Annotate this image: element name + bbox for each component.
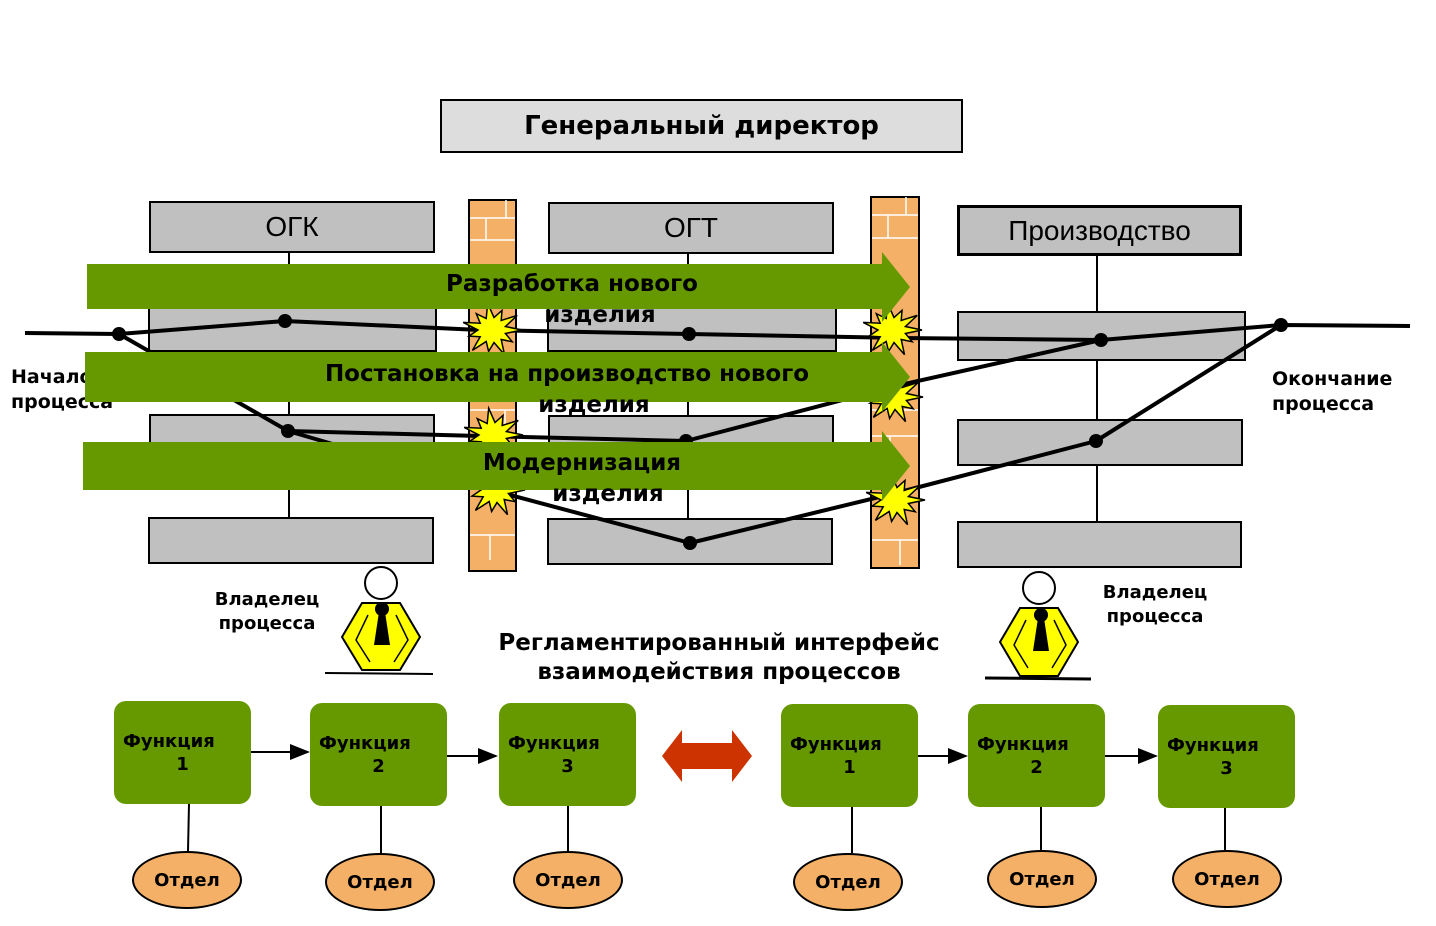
exchange-arrow-icon xyxy=(662,730,752,782)
unit-oval: Отдел xyxy=(132,851,242,909)
director-box: Генеральный директор xyxy=(440,99,963,153)
flow-node xyxy=(281,424,295,438)
owner-label: Владелец процесса xyxy=(207,588,327,636)
process-owner-icon xyxy=(324,566,434,675)
function-number: 2 xyxy=(1030,756,1043,778)
flow-node xyxy=(112,327,126,341)
function-label: Функция xyxy=(123,730,215,752)
process-title: Модернизация xyxy=(482,450,682,476)
function-label: Функция xyxy=(508,732,600,754)
end-label-line: процесса xyxy=(1272,393,1375,415)
flow-line xyxy=(118,332,1102,443)
process-title: Разработка нового xyxy=(446,271,698,297)
conflict-burst-icon xyxy=(862,300,923,356)
department-ogk: ОГК xyxy=(149,201,435,253)
interface-label-line: взаимодействия процессов xyxy=(537,659,901,685)
unit-oval: Отдел xyxy=(1172,850,1282,908)
process-owner-icon xyxy=(984,571,1092,681)
process-arrow-modernization xyxy=(83,431,910,501)
process-arrow-launch xyxy=(85,342,910,412)
unit-oval: Отдел xyxy=(987,850,1097,908)
flow-node xyxy=(683,536,697,550)
owner-label-line: Владелец xyxy=(1102,582,1208,603)
owner-label: Владелец процесса xyxy=(1095,581,1215,629)
function-label: Функция xyxy=(319,732,411,754)
flow-node xyxy=(682,327,696,341)
department-ogt: ОГТ xyxy=(548,202,834,254)
ogk-unit xyxy=(148,517,434,564)
flow-node xyxy=(1274,318,1288,332)
owner-label-line: процесса xyxy=(218,613,316,634)
department-production: Производство xyxy=(957,205,1242,256)
owner-label-line: Владелец xyxy=(214,589,320,610)
process-title-cont: изделия xyxy=(538,392,650,418)
interface-label: Регламентированный интерфейс взаимодейст… xyxy=(469,629,969,687)
owner-label-line: процесса xyxy=(1106,606,1204,627)
flow-node xyxy=(278,314,292,328)
function-number: 1 xyxy=(843,756,856,778)
function-number: 3 xyxy=(1220,757,1233,779)
unit-oval: Отдел xyxy=(513,851,623,909)
end-label-line: Окончание xyxy=(1272,368,1393,390)
interface-label-line: Регламентированный интерфейс xyxy=(498,630,940,656)
flow-node xyxy=(1089,434,1103,448)
start-label-line: Начало xyxy=(11,366,93,388)
production-unit xyxy=(957,521,1242,568)
function-label: Функция xyxy=(1167,734,1259,756)
unit-oval: Отдел xyxy=(793,853,903,911)
process-title-cont: изделия xyxy=(552,481,664,507)
flow-node xyxy=(1094,333,1108,347)
process-arrow-development xyxy=(87,252,910,322)
function-number: 2 xyxy=(372,755,385,777)
conflict-burst-icon xyxy=(462,300,523,356)
process-title-cont: изделия xyxy=(544,302,656,328)
unit-oval: Отдел xyxy=(325,853,435,911)
function-number: 3 xyxy=(561,755,574,777)
process-title: Постановка на производство нового xyxy=(324,361,810,387)
function-number: 1 xyxy=(176,753,189,775)
function-label: Функция xyxy=(790,733,882,755)
end-label: Окончание процесса xyxy=(1272,367,1392,417)
function-label: Функция xyxy=(977,733,1069,755)
